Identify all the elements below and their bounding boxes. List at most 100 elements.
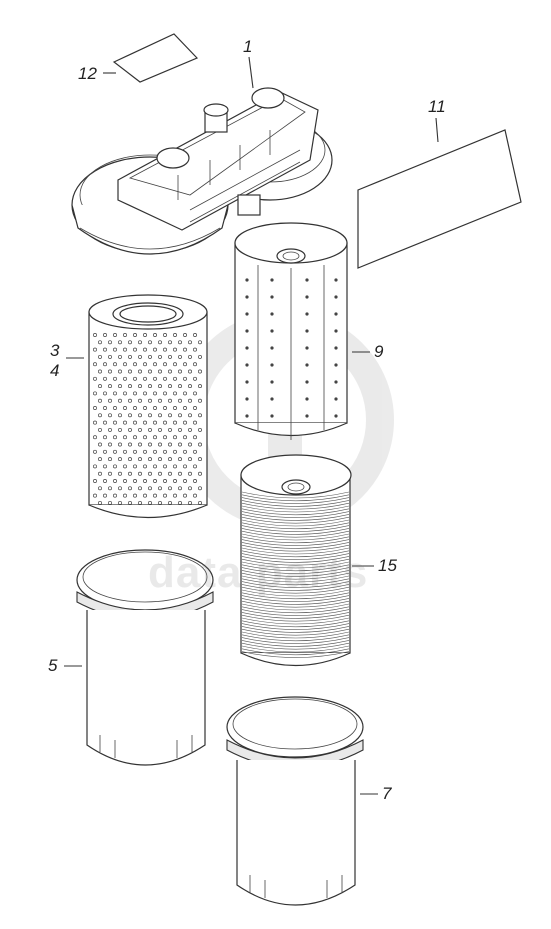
perforation-hole [138, 369, 142, 374]
perforation-hole [305, 363, 309, 367]
perforation-hole [163, 406, 167, 410]
pleat-line [241, 628, 350, 636]
perforation-hole [173, 464, 177, 469]
perforation-hole [128, 369, 132, 374]
perforation-hole [103, 362, 107, 367]
perforation-hole [148, 384, 152, 389]
perforation-hole [113, 479, 117, 483]
perforation-hole [108, 384, 112, 389]
pleat-line [241, 617, 350, 625]
pleat-line [241, 620, 350, 628]
perforation-hole [168, 457, 172, 462]
perforation-hole [118, 340, 122, 345]
perforation-hole [133, 479, 137, 483]
perforation-hole [113, 391, 117, 396]
callout-5: 5 [48, 656, 58, 675]
pleat-line [241, 516, 350, 524]
perforation-hole [138, 413, 142, 418]
pleat-line [241, 536, 350, 544]
perforation-hole [178, 354, 182, 359]
perforation-hole [123, 391, 127, 396]
perforation-hole [188, 427, 192, 432]
perforation-hole [188, 369, 192, 374]
perforation-hole [143, 420, 147, 425]
perforation-hole [193, 347, 197, 352]
perforation-hole [98, 500, 102, 505]
perforation-hole [133, 347, 137, 352]
perforation-hole [133, 391, 137, 396]
perforation-hole [168, 354, 172, 359]
perforation-hole [93, 333, 97, 337]
perforation-hole [183, 376, 187, 381]
perforation-hole [158, 471, 162, 476]
pleat-line [241, 547, 350, 555]
perforation-pattern [245, 278, 338, 418]
perforation-hole [153, 493, 157, 498]
pleat-line [241, 600, 350, 608]
perforation-hole [158, 413, 162, 418]
perforation-hole [143, 493, 147, 498]
perforation-hole [108, 427, 112, 432]
perforation-hole [148, 398, 152, 403]
perforation-hole [173, 420, 177, 425]
perforation-hole [163, 391, 167, 396]
perforation-hole [123, 376, 127, 381]
perforation-hole [113, 362, 117, 367]
perforation-hole [148, 340, 152, 345]
perforation-hole [143, 479, 147, 483]
perforation-hole [93, 435, 97, 440]
perforation-hole [158, 369, 162, 374]
pleat-line [241, 609, 350, 616]
perforation-hole [334, 397, 338, 401]
part-5-filter-bowl [76, 549, 214, 766]
perforation-hole [143, 362, 147, 367]
perforation-hole [128, 486, 132, 491]
part-12-sheet [112, 33, 199, 83]
perforation-hole [153, 449, 157, 454]
perforation-hole [138, 500, 142, 505]
perforation-hole [158, 442, 162, 447]
perforation-hole [178, 500, 182, 505]
perforation-hole [98, 354, 102, 359]
perforation-hole [198, 384, 202, 389]
perforation-hole [198, 413, 202, 418]
pleat-line [241, 519, 350, 527]
perforation-hole [108, 369, 112, 374]
perforation-hole [138, 486, 142, 491]
perforation-hole [168, 398, 172, 403]
perforation-hole [245, 414, 249, 418]
perforation-hole [148, 500, 152, 505]
perforation-hole [138, 398, 142, 403]
perforation-hole [163, 479, 167, 483]
perforation-hole [103, 376, 107, 381]
pleat-line [241, 634, 350, 642]
pleat-line [241, 508, 350, 516]
perforation-hole [305, 329, 309, 333]
perforation-hole [143, 449, 147, 454]
perforation-hole [188, 340, 192, 345]
perforation-hole [113, 406, 117, 410]
perforation-hole [173, 391, 177, 396]
perforation-hole [178, 384, 182, 389]
perforation-hole [123, 493, 127, 498]
pleat-line [241, 612, 350, 619]
pleat-line [241, 586, 350, 594]
perforation-hole [188, 354, 192, 359]
pleat-line [241, 631, 350, 639]
pleat-line [241, 589, 350, 597]
perforation-hole [98, 471, 102, 476]
perforation-hole [118, 500, 122, 505]
perforation-hole [188, 500, 192, 505]
perforation-hole [334, 329, 338, 333]
perforation-hole [123, 347, 127, 352]
part-1-filter-head [71, 87, 333, 255]
perforation-hole [305, 278, 309, 282]
perforation-hole [93, 391, 97, 396]
pleat-line [241, 544, 350, 552]
perforation-hole [198, 340, 202, 345]
pleat-line [241, 623, 350, 630]
pleat-line [241, 497, 350, 504]
perforation-hole [113, 493, 117, 498]
perforation-hole [128, 398, 132, 403]
